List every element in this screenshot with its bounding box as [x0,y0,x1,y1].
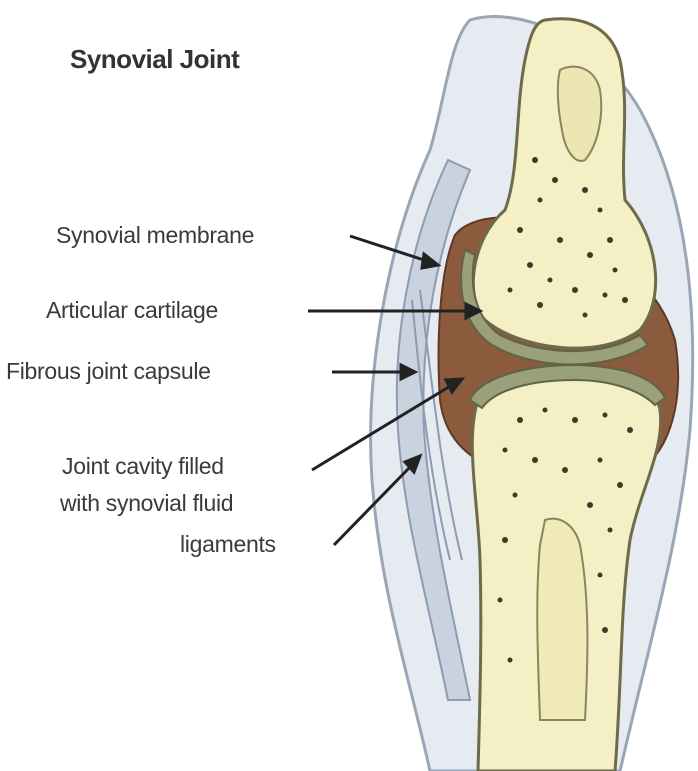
label-fibrous-capsule: Fibrous joint capsule [6,358,211,385]
label-joint-cavity-line1: Joint cavity filled [62,453,224,480]
label-articular-cartilage: Articular cartilage [46,297,218,324]
label-joint-cavity-line2: with synovial fluid [60,490,233,517]
label-ligaments: ligaments [180,531,276,558]
label-synovial-membrane: Synovial membrane [56,222,254,249]
diagram-title: Synovial Joint [70,44,239,75]
